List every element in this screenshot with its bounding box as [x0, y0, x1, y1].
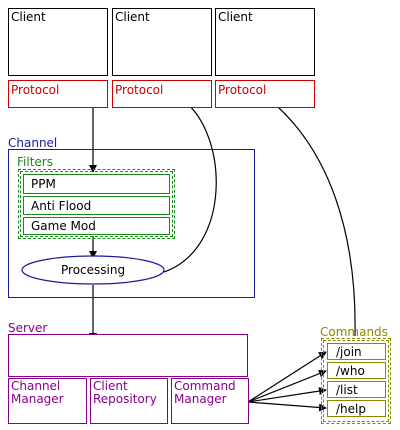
filters-title: Filters	[17, 155, 53, 169]
command-help: /help	[327, 400, 386, 417]
manager-label: Channel Manager	[11, 379, 64, 406]
arrow-manager-to-who	[247, 369, 327, 403]
arrow-commands-to-protocol-3	[269, 99, 356, 337]
channel-title: Channel	[8, 136, 58, 150]
processing-label: Processing	[61, 263, 126, 277]
client-box-3: Client	[215, 8, 315, 76]
filters-container-inner	[20, 171, 173, 237]
manager-label: Client Repository	[93, 379, 157, 406]
client-label: Client	[218, 10, 253, 24]
arrow-manager-to-help	[247, 401, 327, 412]
server-title: Server	[8, 321, 48, 335]
protocol-label: Protocol	[115, 83, 164, 97]
commands-container	[321, 338, 391, 424]
filter-game-mod: Game Mod	[23, 217, 170, 235]
channel-manager-box: Channel Manager	[8, 378, 87, 424]
channel-container	[8, 149, 255, 298]
protocol-label: Protocol	[218, 83, 267, 97]
server-container	[8, 334, 248, 377]
filters-container	[18, 169, 175, 239]
filter-label: PPM	[31, 177, 56, 191]
client-box-1: Client	[8, 8, 108, 76]
client-repository-box: Client Repository	[90, 378, 168, 424]
protocol-box-2: Protocol	[112, 80, 212, 108]
client-label: Client	[115, 10, 150, 24]
arrow-manager-to-join	[247, 351, 327, 403]
client-box-2: Client	[112, 8, 212, 76]
client-label: Client	[11, 10, 46, 24]
filter-ppm: PPM	[23, 174, 170, 194]
commands-container-inner	[323, 340, 389, 422]
manager-label: Command Manager	[174, 379, 236, 406]
filter-label: Game Mod	[31, 219, 96, 233]
protocol-box-3: Protocol	[215, 80, 315, 108]
command-label: /list	[336, 383, 358, 397]
command-label: /who	[336, 364, 365, 378]
command-manager-box: Command Manager	[171, 378, 249, 424]
protocol-box-1: Protocol	[8, 80, 108, 108]
protocol-label: Protocol	[11, 83, 60, 97]
command-label: /join	[336, 345, 362, 359]
arrow-manager-to-list	[247, 387, 327, 403]
filter-label: Anti Flood	[31, 199, 92, 213]
arrow-processing-to-protocol-2	[163, 100, 217, 273]
processing-node	[21, 255, 165, 285]
commands-title: Commands	[320, 325, 388, 339]
command-label: /help	[336, 402, 366, 416]
command-who: /who	[327, 362, 386, 379]
filter-anti-flood: Anti Flood	[23, 196, 170, 215]
command-list: /list	[327, 381, 386, 398]
command-join: /join	[327, 343, 386, 360]
